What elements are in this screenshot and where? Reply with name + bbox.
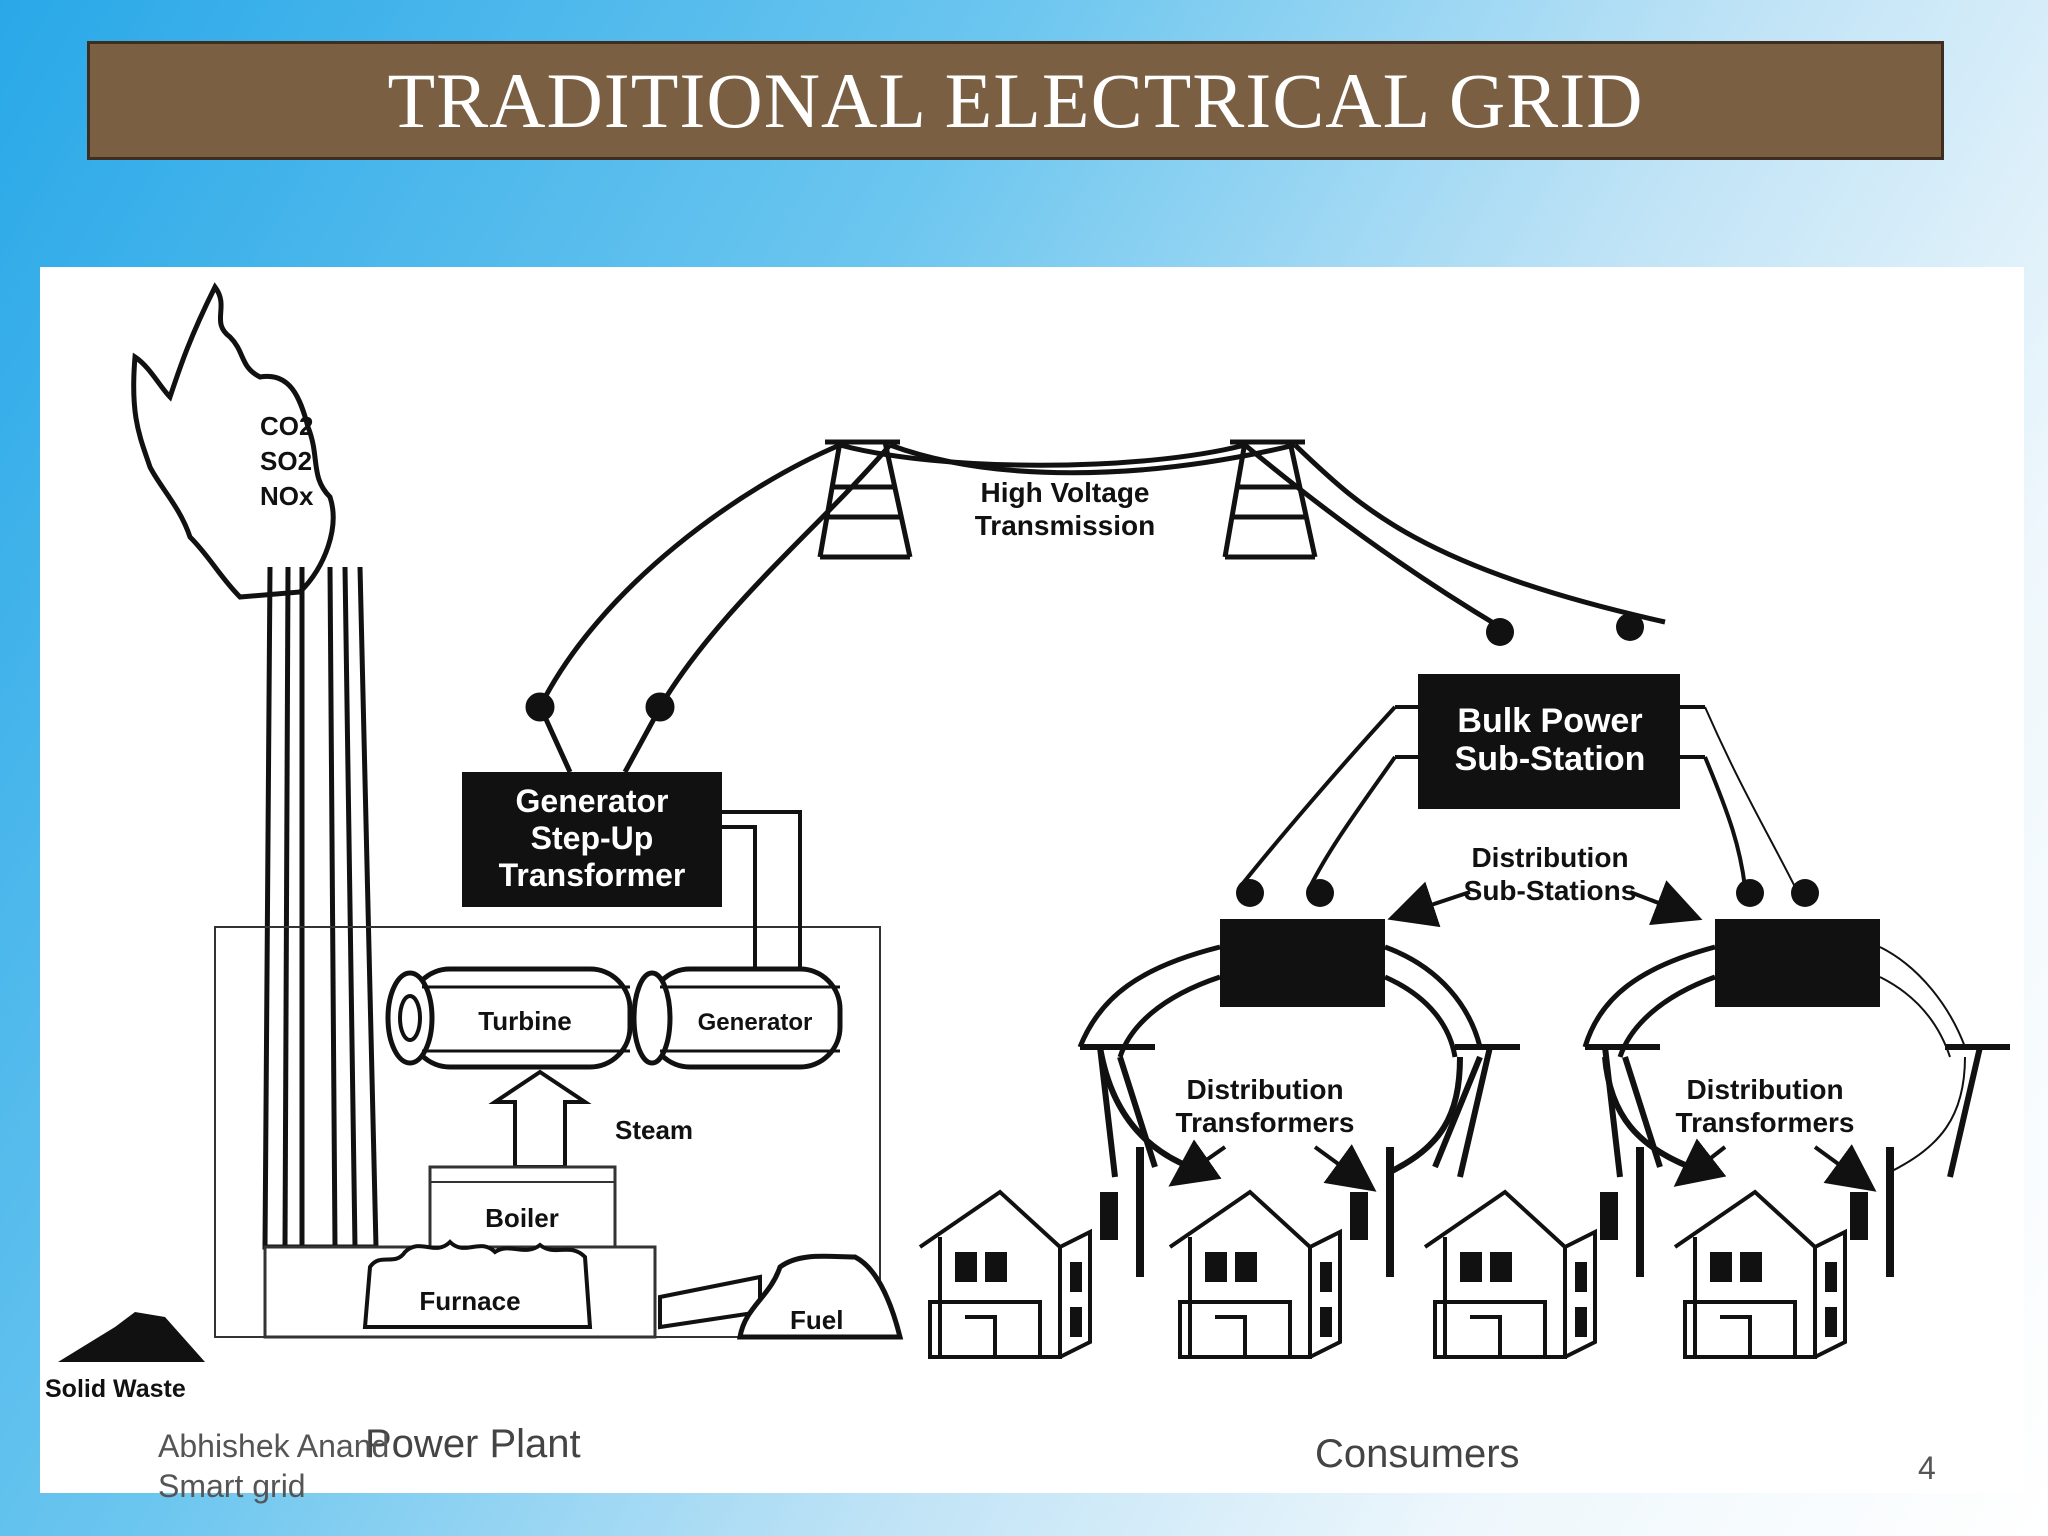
- svg-text:Generator: Generator: [516, 783, 669, 819]
- svg-text:Transmission: Transmission: [975, 510, 1156, 541]
- svg-text:Transformers: Transformers: [1176, 1107, 1355, 1138]
- consumers-label: Consumers: [1315, 1432, 1520, 1476]
- boiler: Boiler: [428, 1165, 617, 1249]
- distribution-substation-left: [1220, 879, 1385, 1007]
- distribution-substation-right: [1715, 879, 1880, 1007]
- bulk-power-substation: Bulk Power Sub-Station: [1418, 674, 1680, 809]
- furnace-label: Furnace: [419, 1286, 520, 1316]
- slide-title-bar: TRADITIONAL ELECTRICAL GRID: [87, 41, 1944, 160]
- svg-text:Step-Up: Step-Up: [531, 820, 654, 856]
- chimney: [262, 566, 379, 1250]
- emission-nox: NOx: [260, 481, 314, 511]
- transmission-tower-right: [1222, 439, 1318, 560]
- turbine-label: Turbine: [478, 1006, 571, 1036]
- transmission-lines: [537, 442, 1666, 709]
- transmission-label: High Voltage Transmission: [975, 477, 1156, 541]
- solid-waste-pile: Solid Waste: [45, 1312, 205, 1403]
- steam-label: Steam: [615, 1115, 693, 1145]
- boiler-label: Boiler: [485, 1203, 559, 1233]
- generator: Generator: [631, 966, 843, 1070]
- svg-text:Transformers: Transformers: [1676, 1107, 1855, 1138]
- insulator-icon: [1486, 613, 1644, 646]
- steam-arrow: [488, 1069, 592, 1169]
- house-icon: [1673, 1189, 1847, 1359]
- page-number: 4: [1918, 1450, 1936, 1486]
- emission-co2: CO2: [260, 411, 313, 441]
- distribution-substations-label: Distribution Sub-Stations: [1464, 842, 1637, 906]
- generator-step-up-transformer: Generator Step-Up Transformer: [462, 772, 722, 907]
- power-plant-label: Power Plant: [365, 1422, 581, 1466]
- svg-text:Distribution: Distribution: [1471, 842, 1628, 873]
- transmission-tower-left: [817, 439, 913, 560]
- svg-text:High Voltage: High Voltage: [980, 477, 1149, 508]
- svg-text:Distribution: Distribution: [1186, 1074, 1343, 1105]
- furnace: Furnace: [263, 1239, 657, 1339]
- footer-author: Abhishek Anand: [158, 1428, 390, 1464]
- insulator-icon: [525, 692, 675, 774]
- utility-poles: [1080, 1044, 2010, 1178]
- house-icon: [1423, 1189, 1597, 1359]
- svg-text:Bulk Power: Bulk Power: [1457, 702, 1642, 740]
- house-icon: [1168, 1189, 1342, 1359]
- generator-label: Generator: [698, 1009, 813, 1036]
- svg-text:Transformer: Transformer: [499, 857, 686, 893]
- smoke-cloud: [131, 282, 336, 600]
- grid-diagram: CO2 SO2 NOx Generator Step-Up Transforme…: [40, 267, 2024, 1493]
- fuel-label: Fuel: [790, 1305, 843, 1335]
- fuel-pile: Fuel: [658, 1253, 904, 1340]
- house-icon: [918, 1189, 1092, 1359]
- turbine: Turbine: [385, 966, 633, 1070]
- emission-so2: SO2: [260, 446, 312, 476]
- distribution-transformers-label-right: Distribution Transformers: [1676, 1074, 1855, 1138]
- svg-text:Distribution: Distribution: [1686, 1074, 1843, 1105]
- grid-diagram-svg: CO2 SO2 NOx Generator Step-Up Transforme…: [45, 282, 2010, 1476]
- slide-title: TRADITIONAL ELECTRICAL GRID: [387, 56, 1644, 144]
- solid-waste-label: Solid Waste: [45, 1375, 186, 1403]
- emissions-label: CO2 SO2 NOx: [260, 411, 314, 511]
- svg-text:Sub-Stations: Sub-Stations: [1464, 875, 1637, 906]
- svg-text:Sub-Station: Sub-Station: [1455, 740, 1646, 778]
- distribution-transformers-label-left: Distribution Transformers: [1176, 1074, 1355, 1138]
- footer-topic: Smart grid: [158, 1468, 306, 1504]
